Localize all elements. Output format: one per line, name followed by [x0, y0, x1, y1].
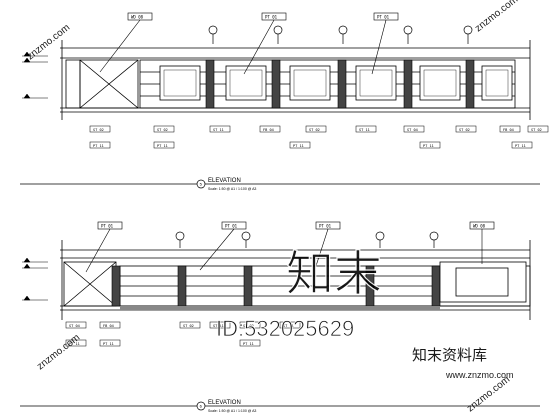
- scale-note-bottom: Scale: 1:50 @ A1 / 1:100 @ A3: [208, 409, 256, 413]
- tag-below2-top-4: PT 11: [423, 144, 434, 148]
- tag-below-bottom-5: ST 02: [243, 324, 254, 328]
- tag-below-bottom-6: ST 11: [283, 324, 294, 328]
- artwork-inner-top: [163, 69, 509, 97]
- tag-below-bottom-2: FB 04: [103, 324, 114, 328]
- watermark-diag-3: znzmo.com: [35, 332, 82, 372]
- watermark-big: 知末: [286, 248, 382, 301]
- tag-row-below-top: [89, 125, 549, 149]
- tag-below2-bottom-3: PT 11: [243, 342, 254, 346]
- tag-boxes-bottom: [85, 221, 495, 273]
- artwork-frames-bottom: [439, 261, 527, 303]
- tag-top-2: PT 01: [265, 15, 278, 20]
- tag-boxes-top: [99, 12, 399, 75]
- watermark-url: www.znzmo.com: [445, 370, 514, 380]
- tag-below-top-6: ST 11: [359, 128, 370, 132]
- tag-below-top-5: ST 02: [309, 128, 320, 132]
- elevation-title-bottom: ELEVATION: [208, 400, 241, 406]
- tag-bottom-3: PT 01: [319, 224, 332, 229]
- tag-below-top-9: FB 04: [503, 128, 514, 132]
- tag-bottom-4: WD 08: [473, 224, 486, 229]
- level-markers-top: [22, 51, 48, 99]
- tag-below2-top-5: PT 11: [515, 144, 526, 148]
- watermark-diag-2: znzmo.com: [473, 0, 520, 34]
- stone-columns-bottom: [111, 265, 441, 307]
- scale-note-top: Scale: 1:50 @ A1 / 1:100 @ A3: [208, 187, 256, 191]
- watermark-id: ID:532025629: [216, 316, 354, 341]
- tag-row-below-bottom: [65, 321, 301, 347]
- tag-below-bottom-1: ST 04: [69, 324, 80, 328]
- tag-below-top-2: ST 02: [157, 128, 168, 132]
- tag-below2-top-1: PT 11: [93, 144, 104, 148]
- tag-below-bottom-3: ST 02: [183, 324, 194, 328]
- tag-bottom-1: PT 01: [101, 224, 114, 229]
- tag-below2-bottom-2: PT 11: [103, 342, 114, 346]
- tag-top-3: PT 01: [377, 15, 390, 20]
- watermark-diag-4: znzmo.com: [465, 374, 512, 414]
- elevation-number-top: 5: [200, 182, 203, 187]
- stone-base-bottom: [120, 306, 440, 310]
- tag-below2-top-2: PT 11: [157, 144, 168, 148]
- tag-below2-bottom-1: PT 11: [69, 342, 80, 346]
- tag-below-top-7: ST 04: [407, 128, 418, 132]
- watermark-diag-1: znzmo.com: [25, 22, 72, 62]
- tag-below-top-8: ST 02: [459, 128, 470, 132]
- section-markers-top: [208, 25, 473, 44]
- tag-below-bottom-4: ST 11: [213, 324, 224, 328]
- tag-below-top-3: ST 11: [213, 128, 224, 132]
- elevation-number-bottom: 6: [200, 404, 203, 409]
- stone-columns-top: [205, 59, 475, 109]
- tag-below2-top-3: PT 11: [293, 144, 304, 148]
- tag-bottom-2: PT 01: [225, 224, 238, 229]
- level-markers-bottom: [22, 257, 48, 301]
- tag-below-top-1: ST 02: [93, 128, 104, 132]
- tag-below-top-4: FB 04: [263, 128, 274, 132]
- section-markers-bottom: [175, 231, 439, 248]
- title-block-top: [20, 179, 540, 189]
- title-block-bottom: [20, 401, 540, 411]
- tag-top-1: WD 08: [131, 15, 144, 20]
- tag-below-top-10: ST 02: [531, 128, 542, 132]
- watermark-brand: 知末资料库: [412, 347, 487, 364]
- artwork-frames-top: [159, 65, 513, 101]
- elevation-title-top: ELEVATION: [208, 178, 241, 184]
